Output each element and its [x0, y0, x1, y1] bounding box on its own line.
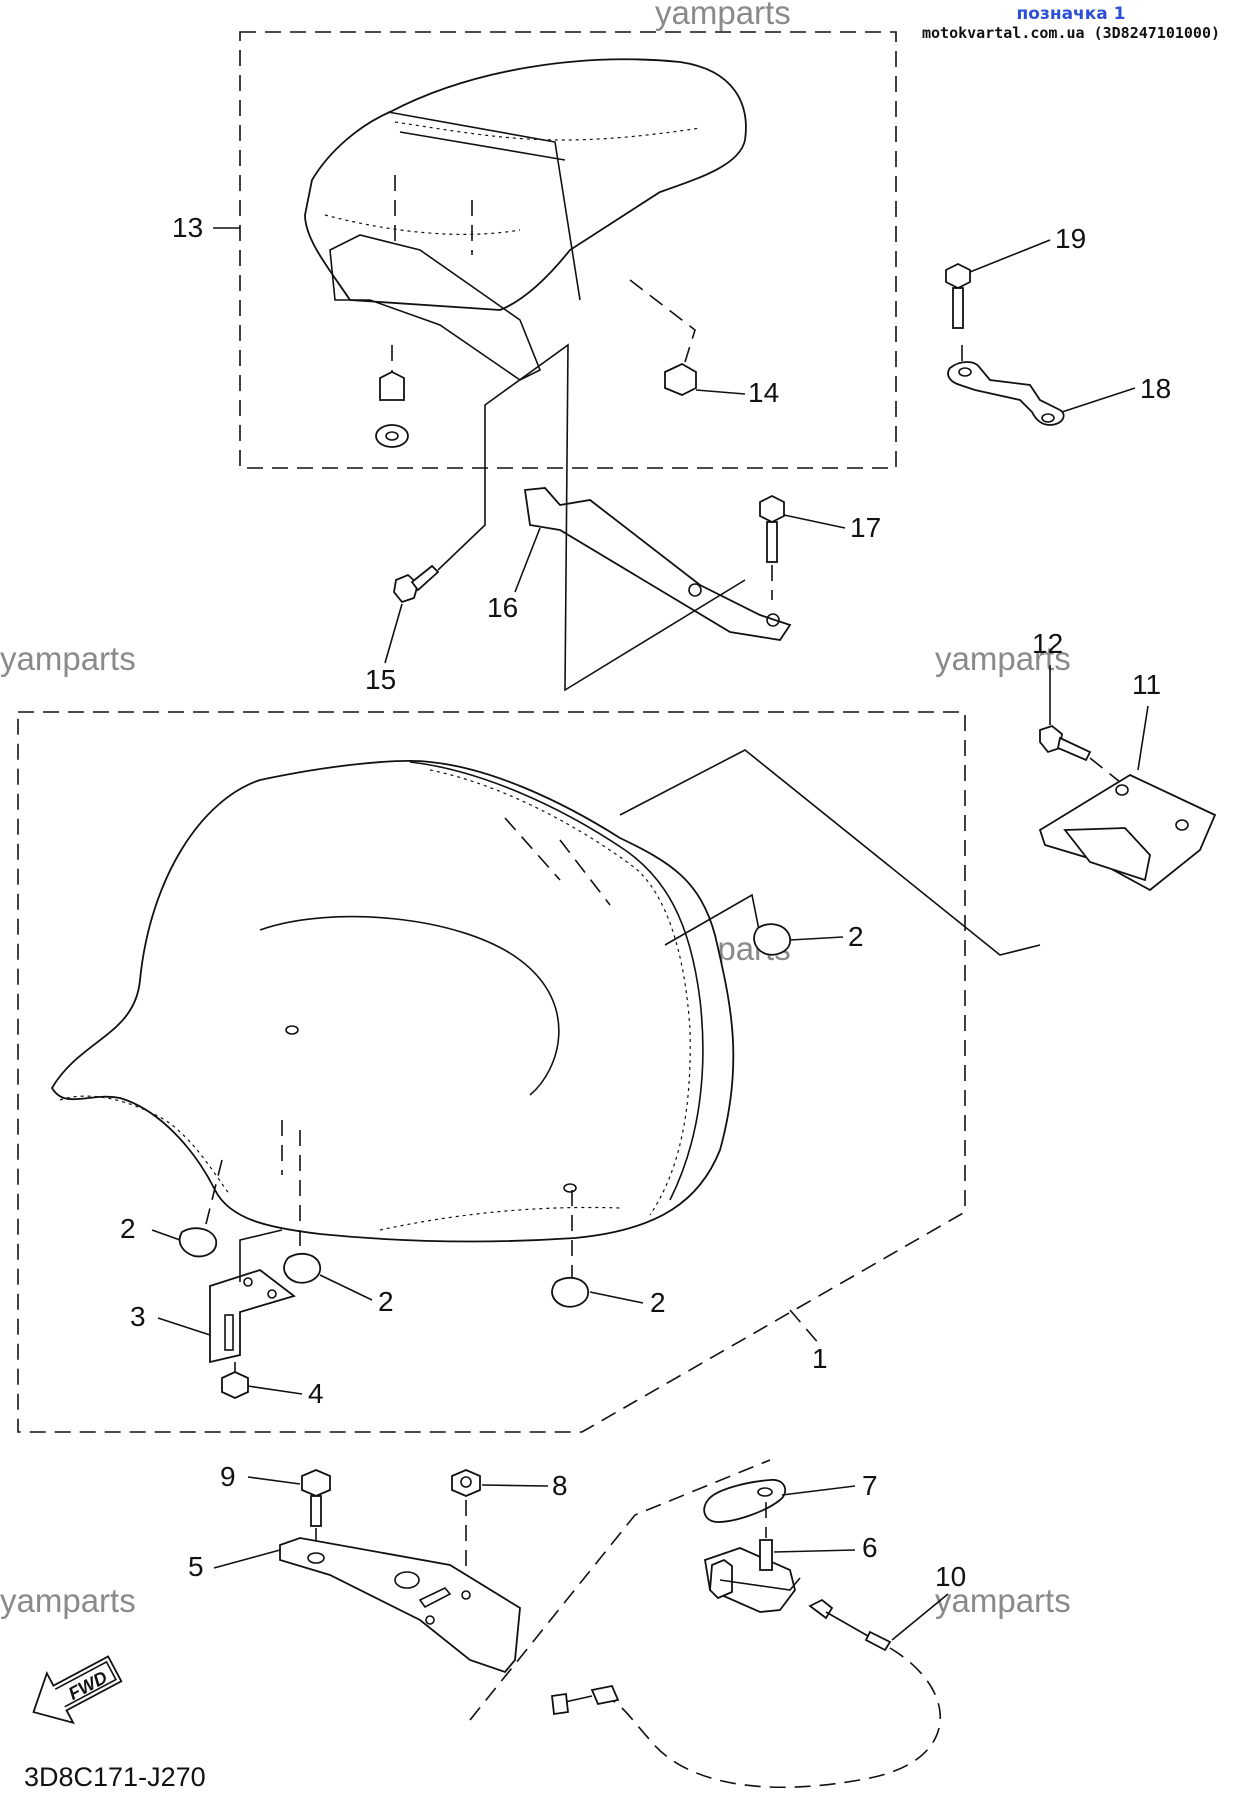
passenger-seat: [304, 58, 747, 381]
plate-5: [279, 1537, 521, 1674]
callout-5: 5: [188, 1551, 204, 1582]
header-note: позначка 1 motokvartal.com.ua (3D8247101…: [922, 4, 1220, 42]
main-seat: [50, 760, 735, 1243]
callout-2: 2: [650, 1287, 666, 1318]
callout-7: 7: [862, 1470, 878, 1501]
bolt-19: [945, 262, 971, 329]
callout-18: 18: [1140, 373, 1171, 404]
bracket-11: [1038, 773, 1217, 892]
callout-13: 13: [172, 212, 203, 243]
watermark: yamparts: [655, 0, 791, 31]
bolt-9: [301, 1469, 331, 1558]
callout-19: 19: [1055, 223, 1086, 254]
callout-2: 2: [120, 1213, 136, 1244]
nut-4: [221, 1362, 249, 1399]
seat-lock-leader: [619, 749, 1041, 956]
stay-18: [947, 345, 1065, 426]
page-label: позначка 1: [1016, 4, 1126, 24]
callout-12: 12: [1032, 628, 1063, 659]
callout-1: 1: [812, 1343, 828, 1374]
bolt-12: [1039, 724, 1121, 783]
bracket-16: [523, 487, 792, 641]
watermark: yamparts: [935, 640, 1071, 677]
callout-3: 3: [130, 1301, 146, 1332]
damper-2: [551, 1190, 589, 1308]
bolt-15: [393, 343, 746, 692]
main-seat-group-boundary: [17, 711, 966, 1433]
passenger-seat-group-boundary: [239, 31, 897, 469]
lock-6: [703, 1539, 801, 1613]
damper-leader: [664, 893, 761, 946]
damper-2: [753, 923, 791, 956]
callout-16: 16: [487, 592, 518, 623]
cable-10: [551, 1598, 941, 1789]
callout-9: 9: [220, 1461, 236, 1492]
callout-15: 15: [365, 664, 396, 695]
bolt-17: [759, 494, 785, 600]
callout-10: 10: [935, 1561, 966, 1592]
callout-17: 17: [850, 512, 881, 543]
forward-arrow-icon: FWD: [32, 1655, 123, 1725]
watermark: yamparts: [935, 1582, 1071, 1619]
watermark: yamparts: [0, 1582, 136, 1619]
diagram-code: 3D8C171-J270: [24, 1762, 206, 1792]
damper-2: [283, 1180, 321, 1284]
callout-2: 2: [848, 921, 864, 952]
callout-14: 14: [748, 377, 779, 408]
nut-14: [629, 279, 697, 396]
callout-2: 2: [378, 1286, 394, 1317]
damper-2: [178, 1159, 223, 1258]
callout-11: 11: [1132, 669, 1161, 700]
lock-group-boundary: [469, 1459, 771, 1721]
callout-4: 4: [308, 1378, 324, 1409]
plate-7: [703, 1479, 787, 1538]
nut-8: [451, 1469, 481, 1580]
source-reference: motokvartal.com.ua (3D8247101000): [921, 24, 1220, 42]
callout-6: 6: [862, 1532, 878, 1563]
watermark: yamparts: [0, 640, 136, 677]
bracket-3: [209, 1229, 296, 1364]
callout-8: 8: [552, 1470, 568, 1501]
washer-nut-set: [375, 345, 409, 448]
